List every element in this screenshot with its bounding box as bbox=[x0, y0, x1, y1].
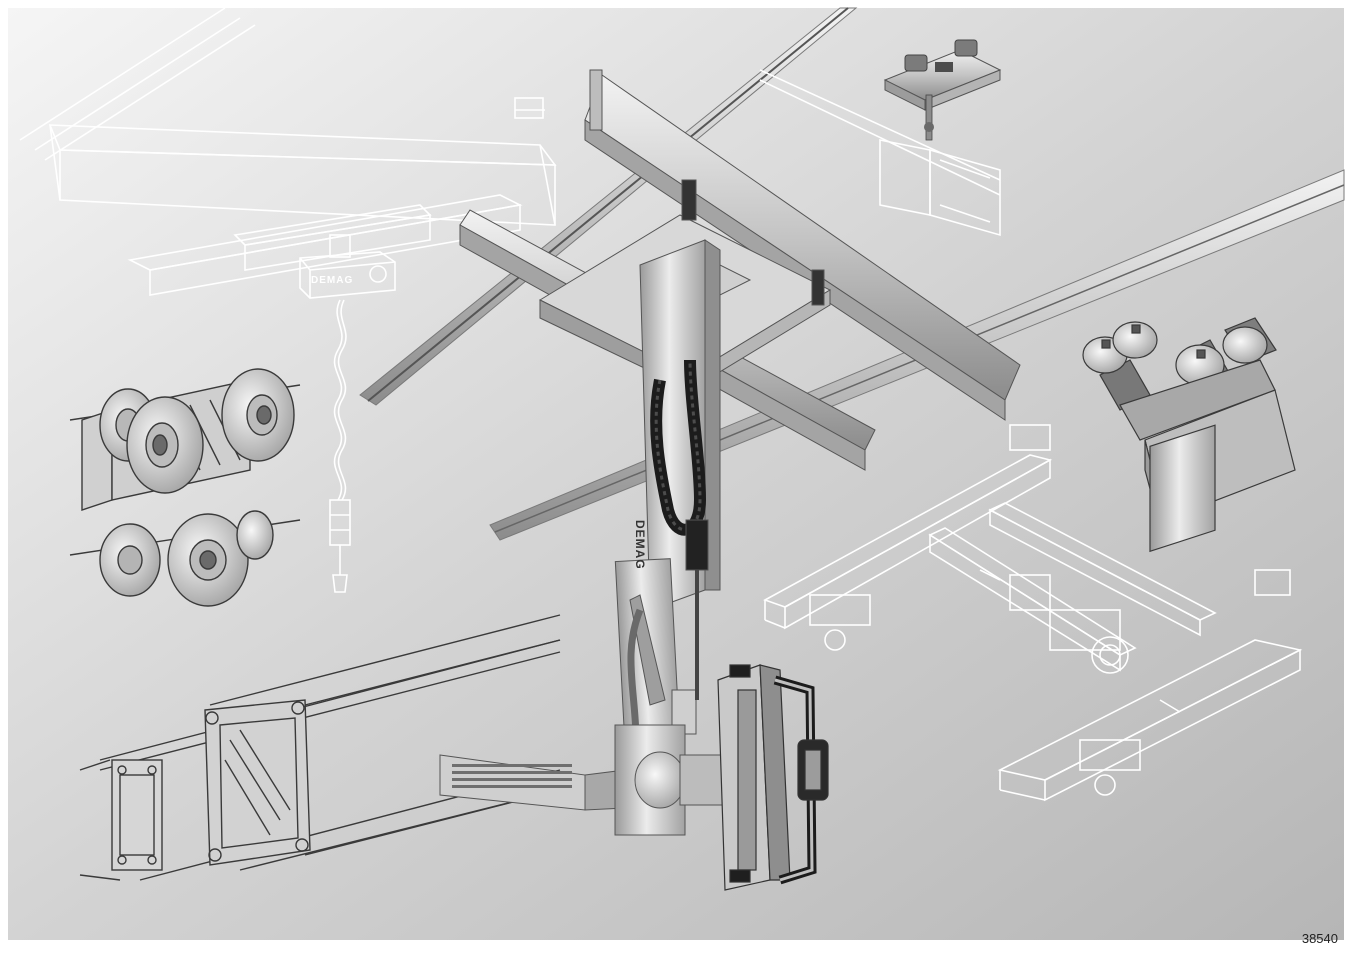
trolley-wheels bbox=[99, 368, 295, 607]
gripper-handle-frame bbox=[717, 664, 829, 891]
suspension-trolley-sketch bbox=[759, 69, 1001, 237]
bridge-crane-sketch bbox=[763, 424, 1303, 802]
figure-number: 38540 bbox=[1301, 931, 1338, 946]
wheel-bottom-right bbox=[236, 510, 274, 560]
manipulator-lower-arm bbox=[439, 724, 726, 836]
roller-trolley-shaded bbox=[1082, 317, 1296, 553]
suspension-trolley-top bbox=[883, 39, 1002, 141]
overhead-crane-sketch: DEMAG bbox=[19, 7, 557, 299]
mast-logo: DEMAG bbox=[633, 520, 647, 570]
chain-hoist bbox=[329, 299, 351, 593]
hoist-logo: DEMAG bbox=[311, 275, 353, 286]
telescopic-manipulator: DEMAG bbox=[614, 239, 721, 761]
